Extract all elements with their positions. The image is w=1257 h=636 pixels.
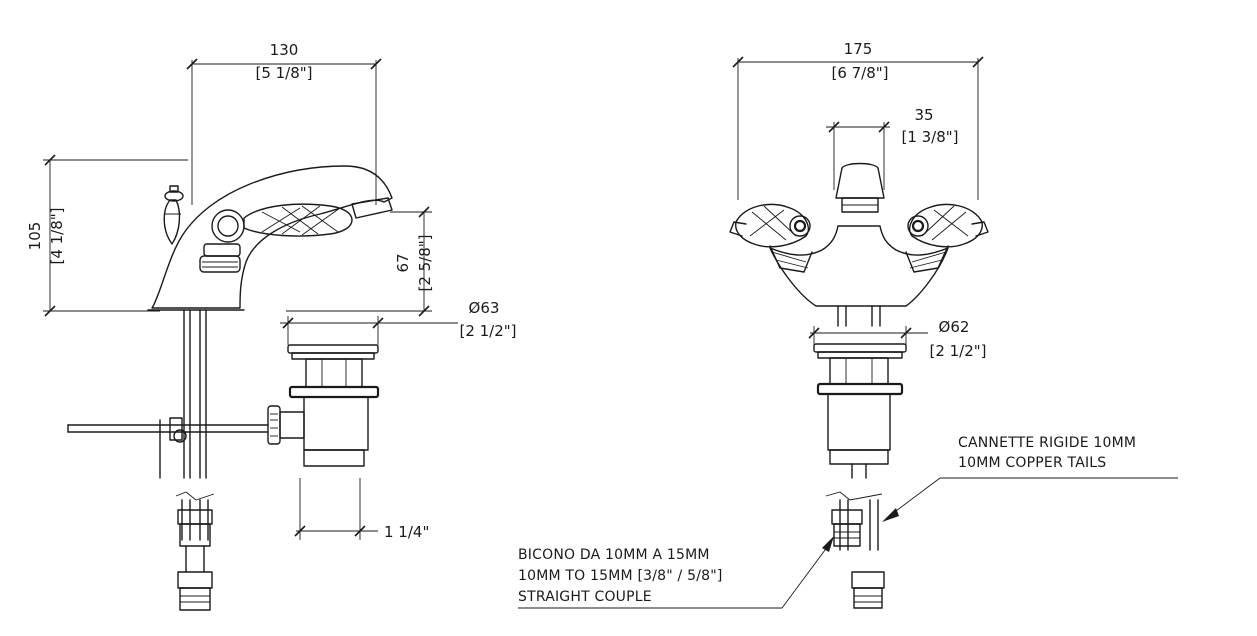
dim-67-mm: 67 [394, 253, 412, 272]
dim-175-mm: 175 [844, 40, 873, 58]
dim-130-in: [5 1/8"] [255, 64, 312, 82]
dim-130-mm: 130 [270, 41, 299, 59]
dim-175-in: [6 7/8"] [831, 64, 888, 82]
dim-35-mm: 35 [914, 106, 933, 124]
dim-width-130: 130 [5 1/8"] [186, 41, 382, 205]
front-couplings [831, 499, 885, 609]
front-waste [813, 343, 907, 479]
dim-105-in: [4 1/8"] [48, 207, 66, 264]
side-view: 130 [5 1/8"] 105 [4 1/8"] 67 [2 5/8"] [26, 41, 517, 611]
dim-67-in: [2 5/8"] [416, 234, 434, 291]
front-view: 175 [6 7/8"] 35 [1 3/8"] Ø62 [2 1/2"] [518, 40, 1178, 609]
dim-outlet-size: 1 1/4" [384, 523, 429, 541]
note-tails-it: CANNETTE RIGIDE 10MM [958, 435, 1136, 451]
break-marks [175, 491, 883, 501]
side-under-sink [67, 309, 269, 479]
dim-spout-35: 35 [1 3/8"] [826, 106, 959, 190]
dim-105-mm: 105 [26, 222, 44, 251]
right-handle [905, 203, 989, 273]
dim-height-105: 105 [4 1/8"] [26, 154, 188, 317]
note-couple-type: STRAIGHT COUPLE [518, 589, 652, 605]
dim-spout-67: 67 [2 5/8"] [286, 206, 434, 317]
dim-35-in: [1 3/8"] [901, 128, 958, 146]
side-waste [267, 344, 380, 467]
dim-width-175: 175 [6 7/8"] [732, 40, 984, 200]
front-mixer-body [729, 162, 989, 327]
dim-63-mm: Ø63 [469, 299, 500, 317]
note-tails-en: 10MM COPPER TAILS [958, 455, 1106, 471]
leader-copper-tails [882, 477, 1178, 522]
note-couple-it: BICONO DA 10MM A 15MM [518, 547, 710, 563]
dim-base-62: Ø62 [2 1/2"] [808, 318, 987, 360]
dim-63-in: [2 1/2"] [459, 322, 516, 340]
dim-outlet: 1 1/4" [294, 478, 429, 541]
leader-straight-couple [518, 536, 834, 609]
dim-62-in: [2 1/2"] [929, 342, 986, 360]
left-handle [729, 203, 813, 273]
side-mixer-body [147, 165, 393, 311]
notes: CANNETTE RIGIDE 10MM 10MM COPPER TAILS B… [518, 435, 1136, 605]
side-couplings [177, 499, 213, 611]
note-couple-en: 10MM TO 15MM [3/8" / 5/8"] [518, 568, 723, 584]
dim-waste-63: Ø63 [2 1/2"] [280, 299, 517, 345]
dim-62-mm: Ø62 [939, 318, 970, 336]
